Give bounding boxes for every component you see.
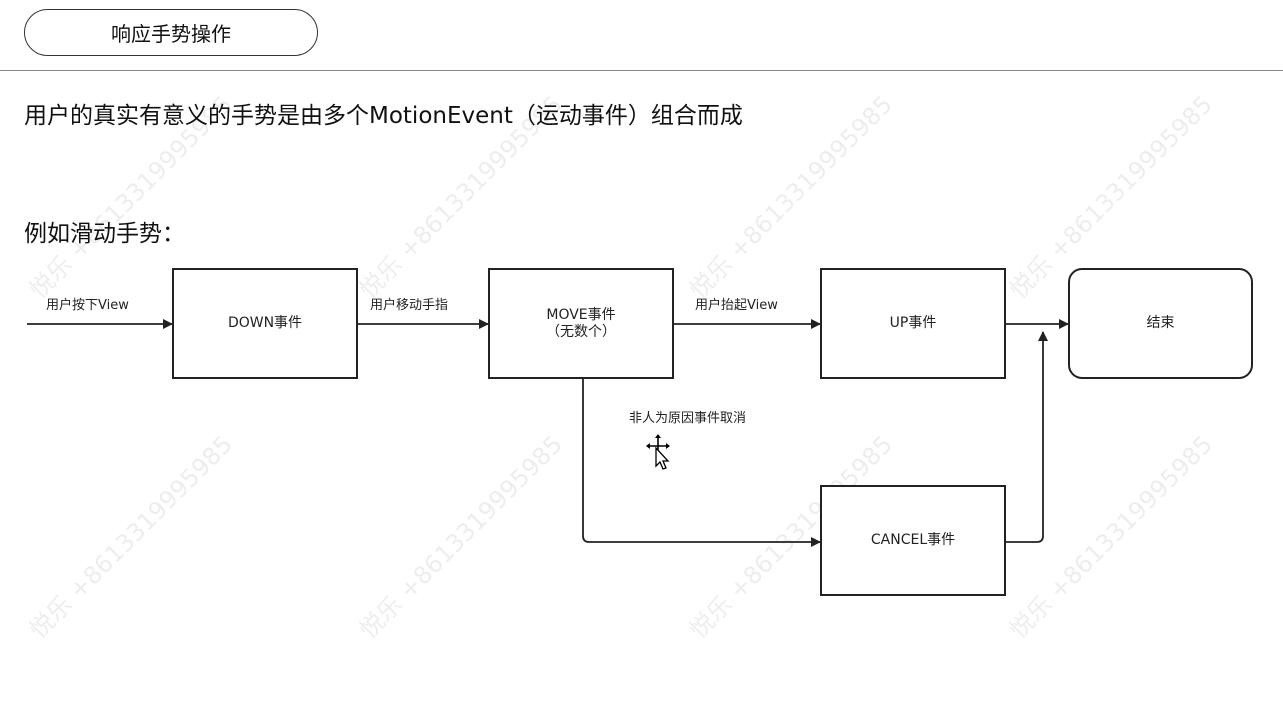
node-cancel: CANCEL事件: [820, 485, 1006, 596]
edge-cancel: [582, 378, 821, 547]
edge-cancel-end: [1005, 331, 1048, 543]
example-label: 例如滑动手势：: [24, 221, 185, 247]
node-cancel-label: CANCEL事件: [870, 532, 956, 548]
node-down-label: DOWN事件: [227, 315, 303, 331]
node-up: UP事件: [820, 268, 1006, 379]
edge-label-lift: 用户抬起View: [695, 298, 778, 313]
section-tab[interactable]: 响应手势操作: [24, 9, 318, 56]
node-end: 结束: [1068, 268, 1253, 379]
edge-label-cancel-reason: 非人为原因事件取消: [629, 411, 747, 426]
node-down: DOWN事件: [172, 268, 358, 379]
edge-label-press: 用户按下View: [46, 298, 129, 313]
node-move-sublabel: （无数个）: [546, 323, 616, 340]
node-move: MOVE事件 （无数个）: [488, 268, 674, 379]
node-end-label: 结束: [1146, 315, 1175, 331]
header-divider: [0, 70, 1283, 71]
move-cursor-icon: [646, 434, 670, 470]
node-up-label: UP事件: [889, 315, 937, 331]
intro-text: 用户的真实有意义的手势是由多个MotionEvent（运动事件）组合而成: [24, 103, 743, 129]
node-move-label: MOVE事件: [546, 306, 616, 323]
edge-label-move-finger: 用户移动手指: [370, 298, 449, 313]
